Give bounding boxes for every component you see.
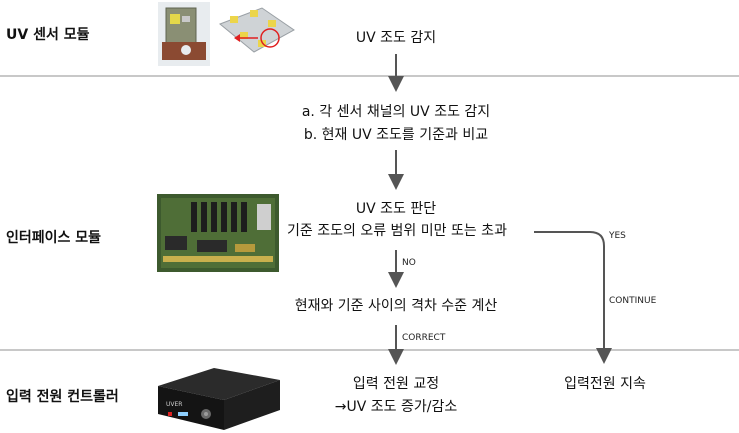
divider-bottom: [0, 349, 739, 351]
divider-top: [0, 75, 739, 77]
step-calc: 현재와 기준 사이의 격차 수준 계산: [294, 298, 498, 314]
device-brand-label: UVER: [166, 401, 182, 408]
arrow-judge-to-continue: [534, 231, 612, 364]
step-judge-title: UV 조도 판단: [355, 201, 437, 217]
step-judge-condition: 기준 조도의 오류 범위 미만 또는 초과: [287, 223, 507, 239]
step-correct-line2: →UV 조도 증가/감소: [334, 399, 458, 415]
edge-label-continue: CONTINUE: [609, 296, 657, 306]
edge-label-yes: YES: [609, 231, 626, 241]
row-label-controller: 입력 전원 컨트롤러: [6, 389, 119, 405]
step-detect: UV 조도 감지: [355, 30, 437, 46]
step-correct-line1: 입력 전원 교정: [352, 376, 440, 392]
row-label-sensor: UV 센서 모듈: [6, 27, 90, 43]
edge-label-no: NO: [402, 258, 416, 268]
sensor-module-image: [158, 2, 303, 66]
power-controller-image: UVER: [158, 368, 280, 430]
edge-label-correct: CORRECT: [402, 333, 446, 343]
row-label-interface: 인터페이스 모듈: [6, 230, 102, 246]
step-continue: 입력전원 지속: [564, 376, 646, 392]
step-each-channel: a. 각 센서 채널의 UV 조도 감지: [301, 104, 491, 120]
step-compare: b. 현재 UV 조도를 기준과 비교: [303, 127, 489, 143]
interface-board-image: [157, 194, 279, 272]
